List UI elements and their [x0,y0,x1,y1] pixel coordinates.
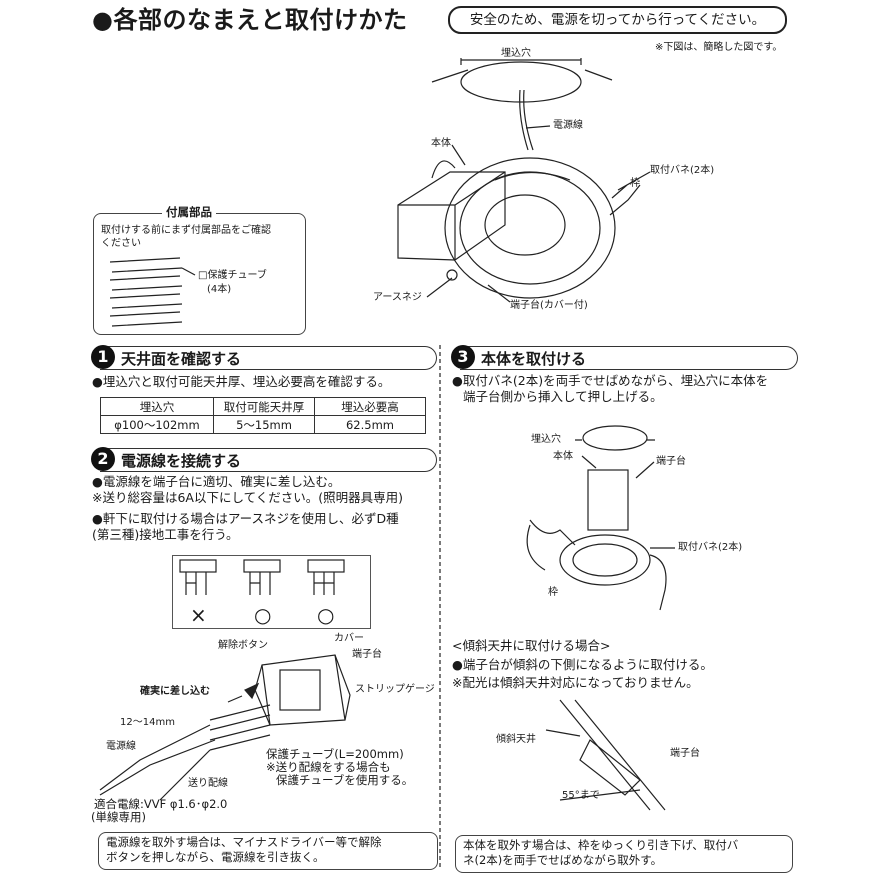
tube-count: (4本) [207,284,232,295]
tube-note-2: 保護チューブを使用する。 [276,773,414,787]
tube-label: □保護チューブ [198,270,267,281]
step2-line4: (第三種)接地工事を行う。 [92,527,239,542]
step3-title: 本体を取付ける [481,350,587,368]
step2-removal-2: ボタンを押しながら、電源線を引き抜く。 [106,850,325,864]
step2-line1: ●電源線を端子台に適切、確実に差し込む。 [92,474,341,489]
spec-header-hole: 埋込穴 [100,397,214,416]
step3-hole-label: 埋込穴 [531,434,561,445]
step2-removal-box [98,832,438,870]
slope-ceiling-label: 傾斜天井 [496,734,536,745]
step2-line2: ※送り総容量は6A以下にしてください。(照明器具専用) [92,490,403,505]
step3-line2: 端子台側から挿入して押し上げる。 [463,389,663,404]
step3-spring-label: 取付バネ(2本) [678,542,743,553]
spec-header-height: 埋込必要高 [314,397,426,416]
accessory-desc-2: ください [101,238,141,249]
spec-value-height: 62.5mm [314,415,426,434]
step3-number: 3 [451,345,475,369]
step3-line1: ●取付バネ(2本)を両手でせばめながら、埋込穴に本体を [452,373,769,388]
wiring-example-box [172,555,371,629]
wire-spec-2: (単線専用) [91,810,146,824]
frame-label: 枠 [630,178,640,189]
tube-length-label: 保護チューブ(L=200mm) [266,747,404,761]
feed-wire-label: 送り配線 [188,778,228,789]
step3-removal-1: 本体を取外す場合は、枠をゆっくり引き下げ、取付バ [463,838,739,852]
spring-label: 取付バネ(2本) [650,165,715,176]
tube-note-1: ※送り配線をする場合も [266,760,391,774]
accessory-title: 付属部品 [162,205,216,220]
slope-angle-label: 55°まで [562,790,600,801]
hole-label: 埋込穴 [501,48,531,59]
spec-value-thickness: 5〜15mm [213,415,315,434]
wire-spec: 適合電線:VVF φ1.6･φ2.0 [94,797,228,811]
terminal-label: 端子台 [352,649,382,660]
step3-removal-2: ネ(2本)を両手でせばめながら取外す。 [463,853,663,867]
power-cord-label: 電源線 [553,120,583,131]
step1-desc: ●埋込穴と取付可能天井厚、埋込必要高を確認する。 [92,374,391,389]
step1-title: 天井面を確認する [121,350,242,368]
slope-terminal-label: 端子台 [670,748,700,759]
insert-label: 確実に差し込む [140,686,210,697]
strip-length-label: 12〜14mm [120,717,175,728]
accessory-desc-1: 取付けする前にまず付属部品をご確認 [101,225,271,236]
wrong-mark: × [190,603,207,627]
step3-frame-label: 枠 [548,587,558,598]
spec-header-thickness: 取付可能天井厚 [213,397,315,416]
cover-label: カバー [334,633,364,644]
correct-mark-2: ○ [317,603,335,627]
spec-value-hole: φ100〜102mm [100,415,214,434]
step2-number: 2 [91,447,115,471]
slope-title: <傾斜天井に取付ける場合> [452,638,611,653]
strip-gauge-label: ストリップゲージ [355,684,435,695]
step2-removal-1: 電源線を取外す場合は、マイナスドライバー等で解除 [106,835,382,849]
terminal-block-label: 端子台(カバー付) [510,300,588,311]
body-label: 本体 [431,138,451,149]
spec-table: 埋込穴 取付可能天井厚 埋込必要高 φ100〜102mm 5〜15mm 62.5… [100,397,426,434]
simplified-note: ※下図は、簡略した図です。 [655,42,783,53]
power-cord-label-2: 電源線 [106,741,136,752]
safety-note: 安全のため、電源を切ってから行ってください。 [448,6,787,34]
step2-line3: ●軒下に取付ける場合はアースネジを使用し、必ずD種 [92,511,399,526]
earth-screw-label: アースネジ [373,292,422,303]
page-title: ●各部のなまえと取付けかた [92,6,408,34]
step3-terminal-label: 端子台 [656,456,686,467]
step3-removal-box [455,835,793,873]
step3-body-label: 本体 [553,451,573,462]
step1-bar [100,346,437,370]
step2-bar [100,448,437,472]
correct-mark-1: ○ [254,603,272,627]
release-button-label: 解除ボタン [218,640,268,651]
slope-line2: ※配光は傾斜天井対応になっておりません。 [452,675,699,690]
step2-title: 電源線を接続する [121,452,242,470]
slope-line1: ●端子台が傾斜の下側になるように取付ける。 [452,657,713,672]
step3-bar [460,346,798,370]
step1-number: 1 [91,345,115,369]
